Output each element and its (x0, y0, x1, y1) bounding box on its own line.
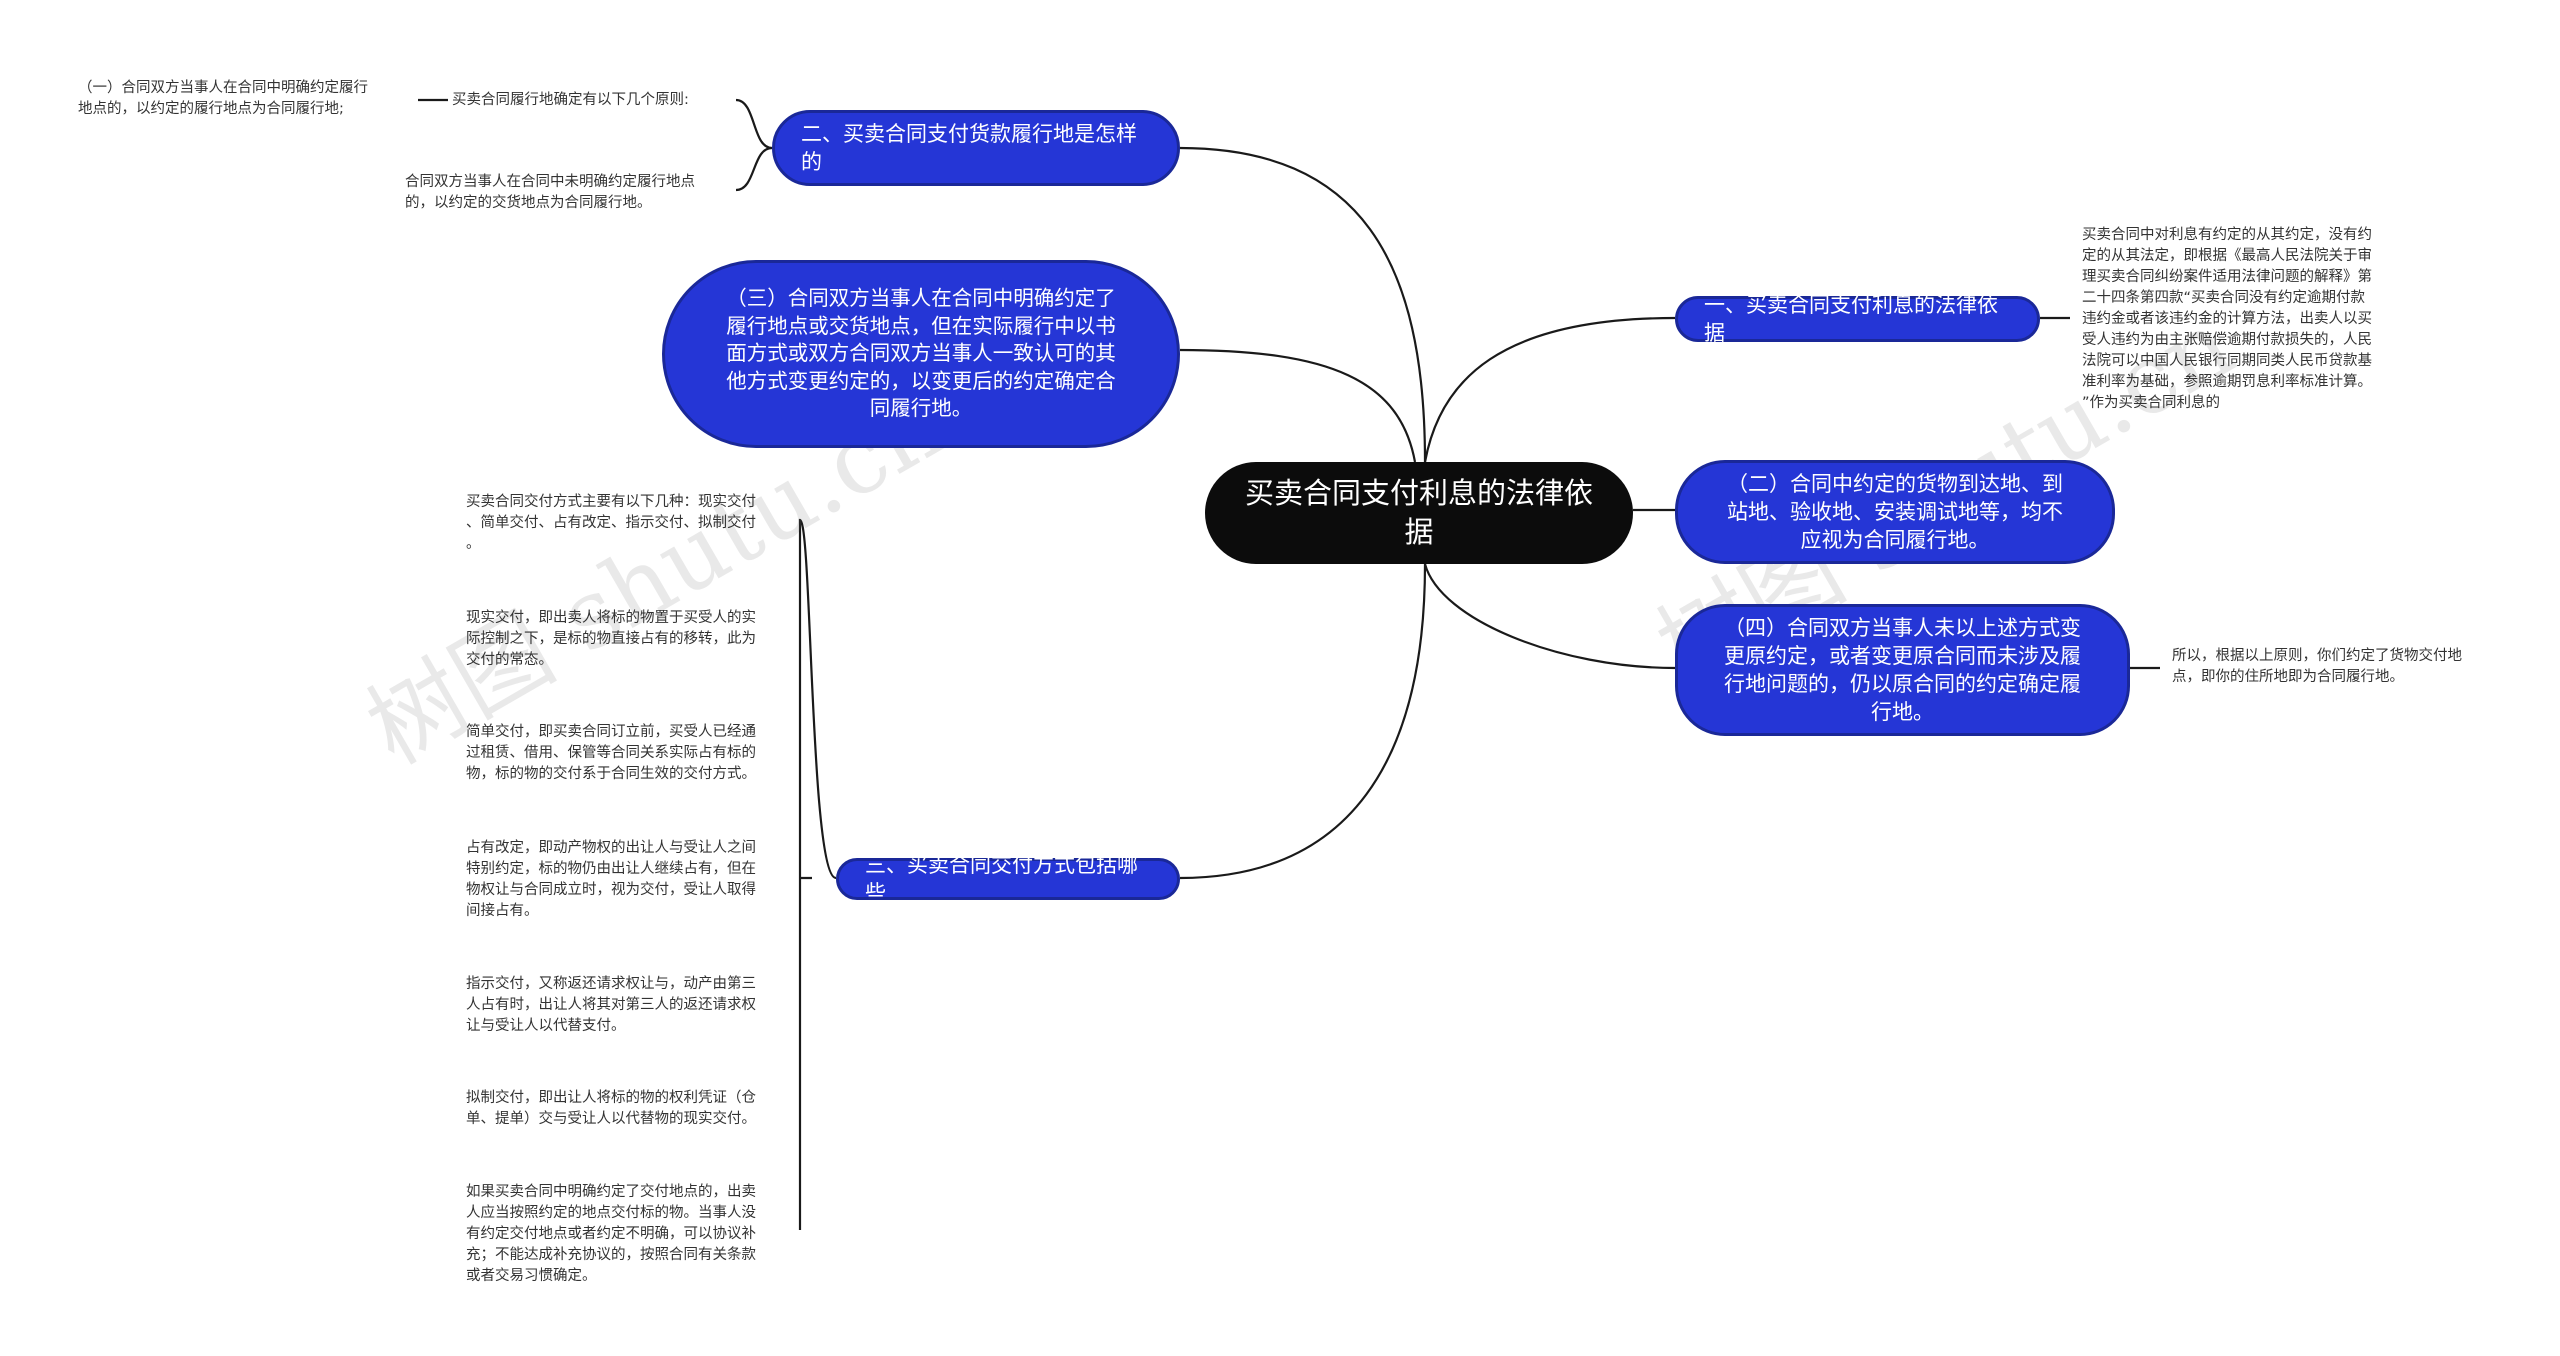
note-delivery-location: 如果买卖合同中明确约定了交付地点的，出卖 人应当按照约定的地点交付标的物。当事人… (466, 1184, 756, 1284)
note-unspecified-place: 合同双方当事人在合同中未明确约定履行地点 的，以约定的交货地点为合同履行地。 (405, 174, 695, 211)
note-principles: 买卖合同履行地确定有以下几个原则: (452, 92, 689, 108)
branch-not-performance-place[interactable]: （二）合同中约定的货物到达地、到站地、验收地、安装调试地等，均不应视为合同履行地… (1675, 460, 2115, 564)
note-constructive-possession: 占有改定，即动产物权的出让人与受让人之间 特别约定，标的物仍由出让人继续占有，但… (466, 840, 756, 919)
note-actual-delivery: 现实交付，即出卖人将标的物置于买受人的实 际控制之下，是标的物直接占有的移转，此… (466, 610, 756, 668)
branch-unchanged-agreement[interactable]: （四）合同双方当事人未以上述方式变更原约定，或者变更原合同而未涉及履行地问题的，… (1675, 604, 2130, 736)
edge-root-b1 (1423, 316, 1676, 463)
root-node[interactable]: 买卖合同支付利息的法律依据 (1205, 462, 1633, 564)
note-indicative-delivery: 指示交付，又称返还请求权让与，动产由第三 人占有时，出让人将其对第三人的返还请求… (466, 976, 756, 1034)
note-conclusion: 所以，根据以上原则，你们约定了货物交付地 点，即你的住所地即为合同履行地。 (2172, 648, 2462, 685)
note-simple-delivery: 简单交付，即买卖合同订立前，买受人已经通 过租赁、借用、保管等合同关系实际占有标… (466, 724, 756, 782)
edge-b3-bracket (798, 518, 837, 1230)
edge-root-b3 (1179, 563, 1427, 880)
branch-changed-agreement[interactable]: （三）合同双方当事人在合同中明确约定了履行地点或交货地点，但在实际履行中以书面方… (662, 260, 1180, 448)
note-interest-basis: 买卖合同中对利息有约定的从其约定，没有约 定的从其法定，即根据《最高人民法院关于… (2082, 227, 2372, 411)
edge-b2-bracket (735, 98, 773, 192)
edge-root-b3big (1179, 348, 1417, 463)
branch-legal-basis[interactable]: 一、买卖合同支付利息的法律依据 (1675, 293, 2040, 345)
note-agreed-place: （一）合同双方当事人在合同中明确约定履行 地点的，以约定的履行地点为合同履行地; (78, 80, 368, 117)
edge-root-b2 (1179, 146, 1427, 463)
branch-payment-place[interactable]: 二、买卖合同支付货款履行地是怎样的 (772, 110, 1180, 186)
edge-root-si (1423, 563, 1676, 670)
branch-delivery-methods[interactable]: 三、买卖合同交付方式包括哪些 (836, 853, 1180, 905)
note-delivery-overview: 买卖合同交付方式主要有以下几种：现实交付 、简单交付、占有改定、指示交付、拟制交… (466, 494, 756, 552)
note-symbolic-delivery: 拟制交付，即出让人将标的物的权利凭证（仓 单、提单）交与受让人以代替物的现实交付… (466, 1090, 756, 1127)
